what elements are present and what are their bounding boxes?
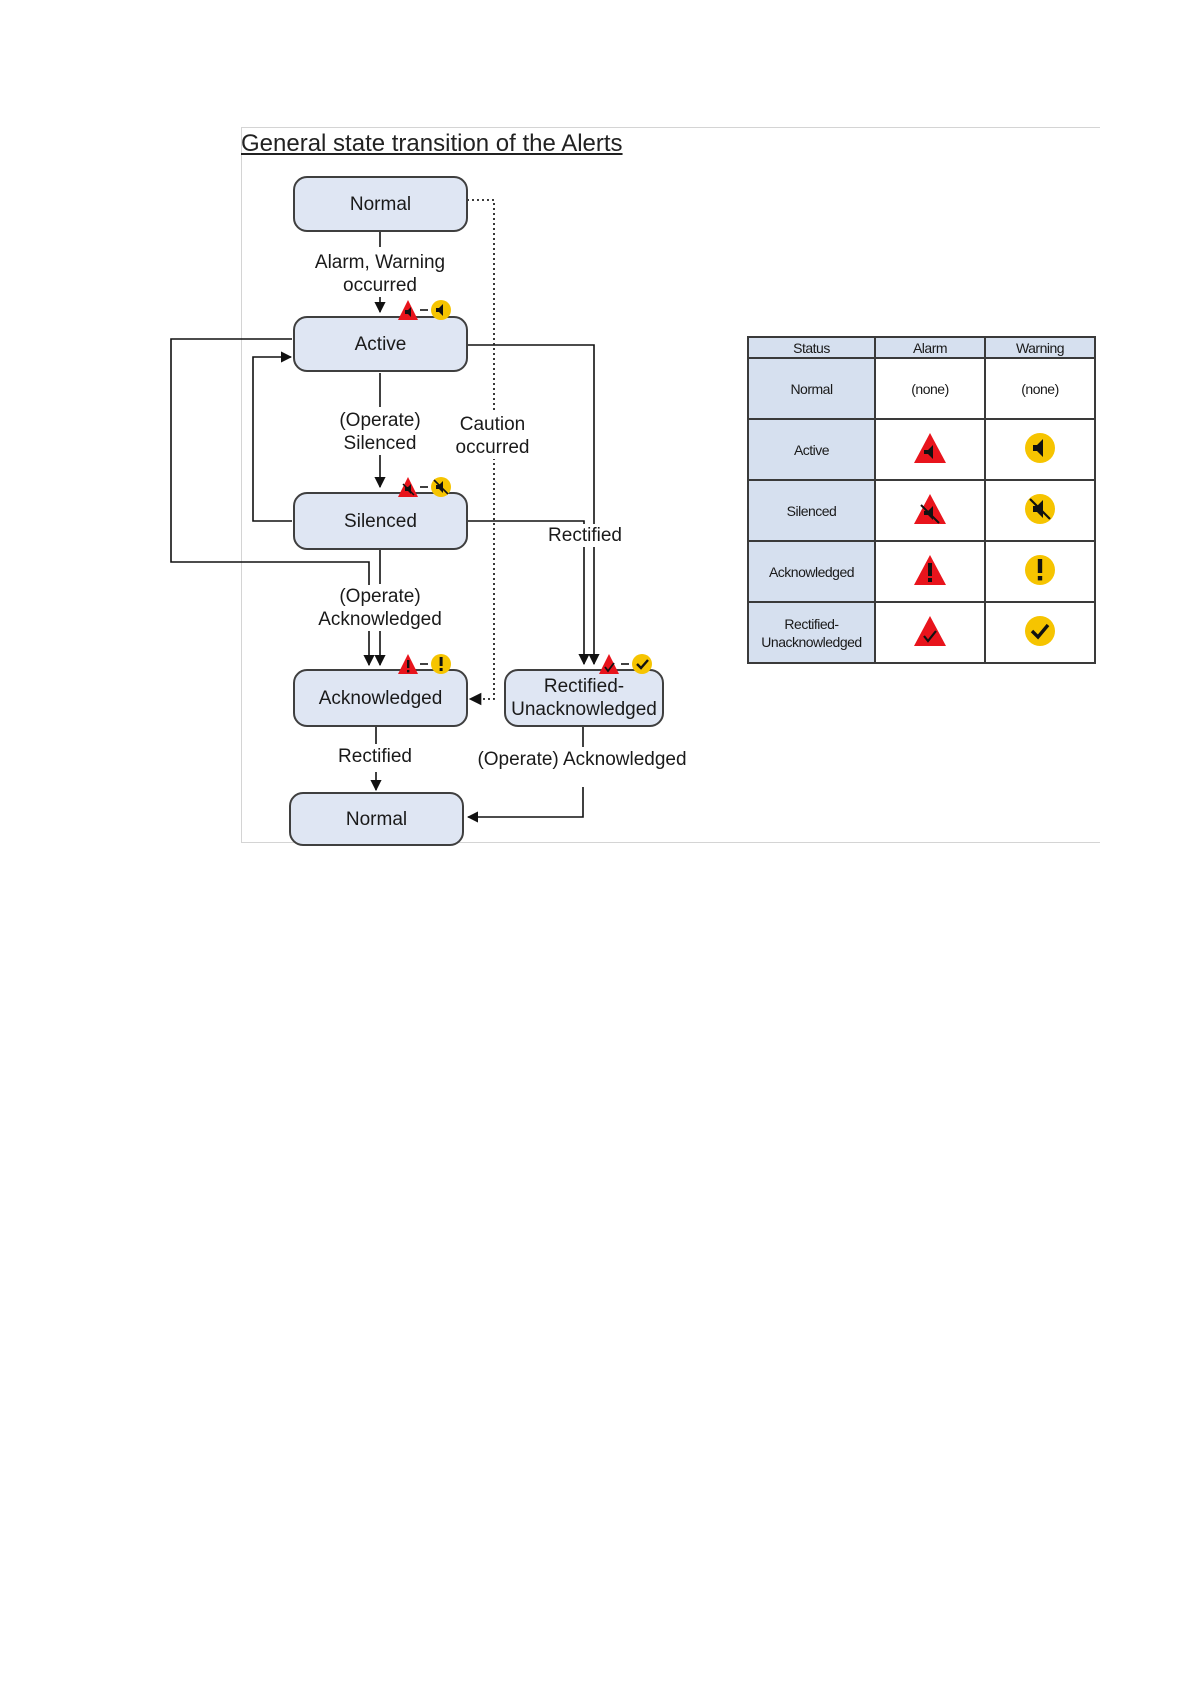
state-rectified-unacknowledged: Rectified- Unacknowledged [504,669,664,727]
warning-rectified-icon [632,654,652,674]
arrow-silenced-back-to-active [252,351,293,522]
figure-left-border [241,127,242,843]
alarm-cell [874,479,986,542]
state-transition-figure: General state transition of the Alerts [170,127,1100,846]
alarm-cell [874,418,986,481]
alarm-acknowledged-icon [914,555,946,585]
warning-cell: (none) [984,357,1096,420]
badge-silenced [398,477,451,497]
arrow-silenced-to-rectified [467,520,590,666]
state-normal-bottom: Normal [289,792,464,846]
table-row: Active [747,418,1096,481]
alarm-cell [874,601,986,664]
badge-acknowledged [398,654,451,674]
label-operate-acknowledged-inline: (Operate) Acknowledged [472,748,692,771]
warning-rectified-icon [1025,616,1055,646]
status-legend-table: Status Alarm Warning Normal (none) (none… [747,336,1096,664]
label-alarm-warning-occurred: Alarm, Warning occurred [300,251,460,297]
label-caution-occurred: Caution occurred [440,413,545,459]
badge-rectified [599,654,652,674]
warning-acknowledged-icon [1025,555,1055,585]
header-warning: Warning [984,336,1096,359]
state-acknowledged: Acknowledged [293,669,468,727]
alarm-acknowledged-icon [398,654,418,674]
label-operate-silenced: (Operate) Silenced [320,409,440,455]
status-cell: Silenced [747,479,876,542]
alarm-rectified-icon [599,654,619,674]
status-cell: Acknowledged [747,540,876,603]
status-cell: Rectified- Unacknowledged [747,601,876,664]
label-rectified-right: Rectified [540,524,630,547]
label-rectified-bottom: Rectified [330,745,420,768]
warning-active-icon [431,300,451,320]
alarm-silenced-icon [398,477,418,497]
header-alarm: Alarm [874,336,986,359]
status-cell: Active [747,418,876,481]
alarm-active-icon [398,300,418,320]
table-row: Silenced [747,479,1096,542]
warning-cell [984,601,1096,664]
table-row: Rectified- Unacknowledged [747,601,1096,664]
header-status: Status [747,336,876,359]
table-row: Normal (none) (none) [747,357,1096,420]
alarm-rectified-icon [914,616,946,646]
warning-silenced-icon [1025,494,1055,524]
alarm-silenced-icon [914,494,946,524]
status-cell: Normal [747,357,876,420]
table-row: Acknowledged [747,540,1096,603]
figure-top-border [241,127,1100,128]
warning-active-icon [1025,433,1055,463]
figure-bottom-border [241,842,1100,843]
figure-title: General state transition of the Alerts [241,130,623,157]
arrow-rectified-to-normal [466,787,584,823]
alarm-cell: (none) [874,357,986,420]
alarm-cell [874,540,986,603]
warning-silenced-icon [431,477,451,497]
warning-cell [984,418,1096,481]
warning-acknowledged-icon [431,654,451,674]
arrow-active-to-rectified [467,344,600,666]
state-active: Active [293,316,468,372]
badge-active [398,300,451,320]
warning-cell [984,479,1096,542]
label-operate-acknowledged: (Operate) Acknowledged [305,585,455,631]
warning-cell [984,540,1096,603]
state-normal-top: Normal [293,176,468,232]
table-header-row: Status Alarm Warning [747,336,1096,359]
alarm-active-icon [914,433,946,463]
state-silenced: Silenced [293,492,468,550]
